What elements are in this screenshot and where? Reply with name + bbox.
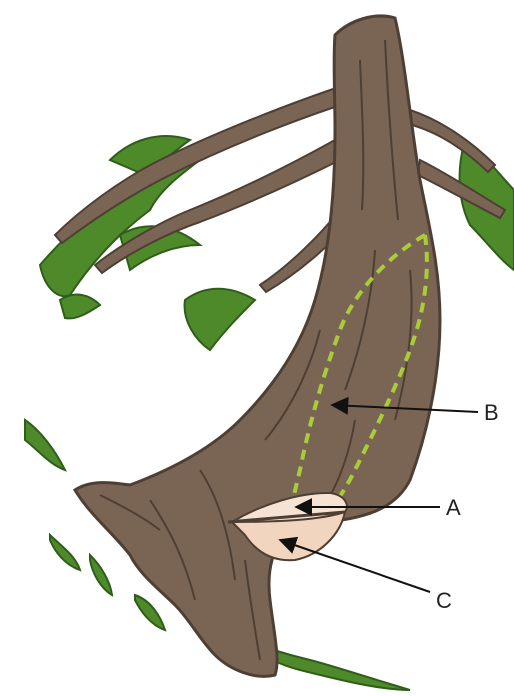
leader-line-c — [280, 540, 430, 592]
branches — [55, 85, 505, 292]
label-c: C — [436, 588, 452, 613]
label-a: A — [446, 495, 461, 520]
label-b: B — [484, 400, 499, 425]
